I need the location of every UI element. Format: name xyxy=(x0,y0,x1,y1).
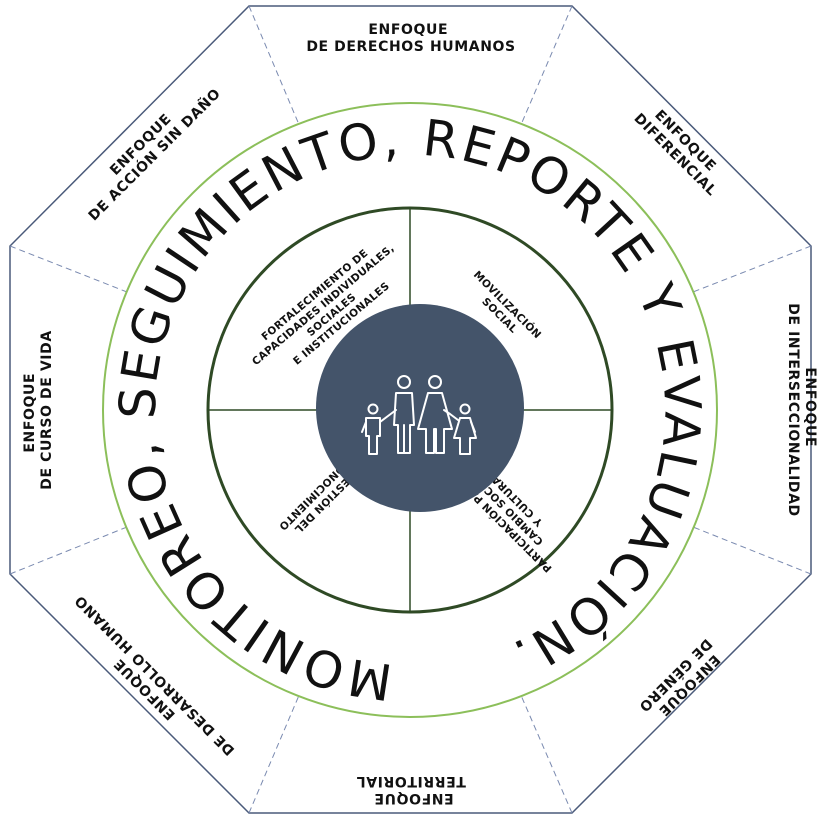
svg-text:ENFOQUE DE CURSO DE VIDA: ENFOQUE DE CURSO DE VIDA xyxy=(22,330,55,490)
family-icon xyxy=(361,375,477,455)
segment-derechos-humanos: ENFOQUE DE DERECHOS HUMANOS xyxy=(306,22,515,55)
segment-interseccionalidad: ENFOQUE DE INTERSECCIONALIDAD xyxy=(785,303,818,517)
svg-text:ENFOQUE TERRITORIAL: ENFOQUE TERRITORIAL xyxy=(356,773,466,806)
center-disc xyxy=(316,304,524,512)
svg-text:ENFOQUE DE INTERSECCIONA: ENFOQUE DE INTERSECCIONALIDAD xyxy=(785,303,818,517)
segment-curso-de-vida: ENFOQUE DE CURSO DE VIDA xyxy=(22,330,55,490)
svg-text:ENFOQUE DE DERECHOS HUMA: ENFOQUE DE DERECHOS HUMANOS xyxy=(306,22,515,55)
segment-territorial: ENFOQUE TERRITORIAL xyxy=(356,773,466,806)
segment-dividers xyxy=(9,5,812,814)
